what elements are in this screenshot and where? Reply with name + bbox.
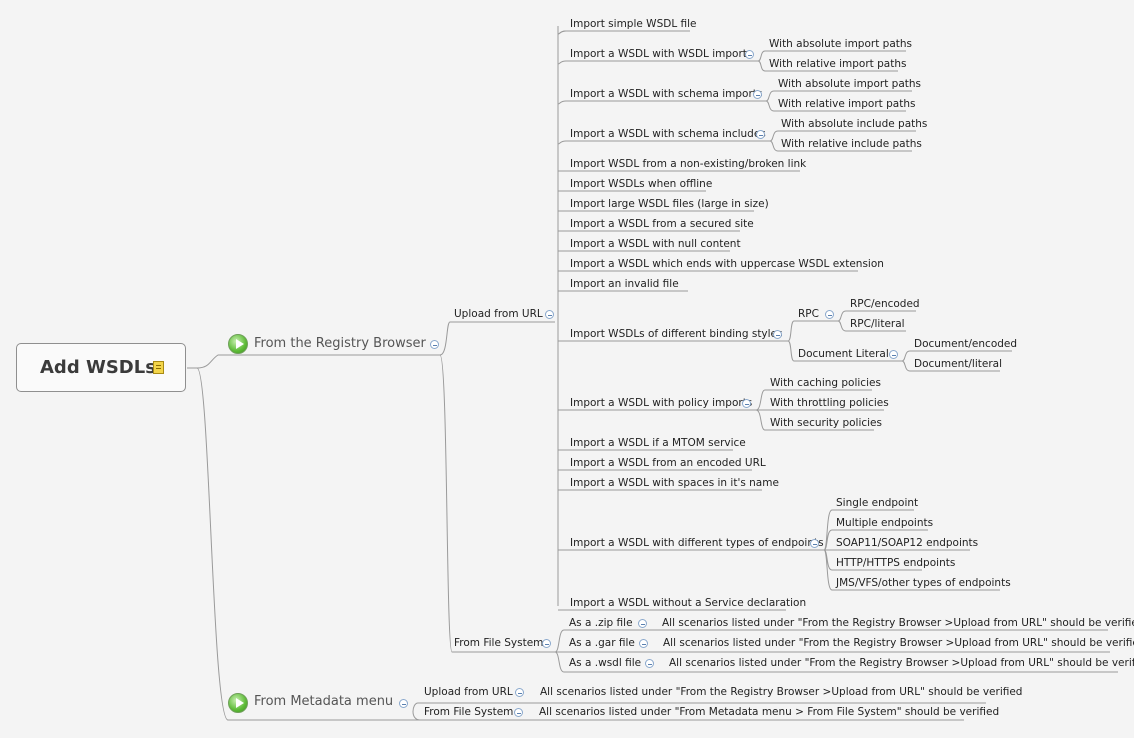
topic-rpc[interactable]: RPC xyxy=(798,308,819,320)
registry-browser-topic[interactable]: From the Registry Browser xyxy=(254,336,426,351)
topic-wsdl-note[interactable]: All scenarios listed under "From the Reg… xyxy=(669,657,1134,669)
collapse-policy-icon[interactable] xyxy=(742,399,751,408)
topic-offline[interactable]: Import WSDLs when offline xyxy=(570,178,713,190)
topic-pol-cache[interactable]: With caching policies xyxy=(770,377,881,389)
collapse-doclit-icon[interactable] xyxy=(889,350,898,359)
collapse-wsdl-imports-icon[interactable] xyxy=(745,50,754,59)
topic-schema-abs[interactable]: With absolute import paths xyxy=(778,78,922,90)
topic-invalid[interactable]: Import an invalid file xyxy=(570,278,679,290)
topic-zip[interactable]: As a .zip file xyxy=(569,617,633,629)
file-system-topic[interactable]: From File System xyxy=(454,637,544,649)
topic-encoded-url[interactable]: Import a WSDL from an encoded URL xyxy=(570,457,766,469)
root-topic[interactable]: Add WSDLs xyxy=(16,343,186,392)
collapse-binding-icon[interactable] xyxy=(773,330,782,339)
topic-inc-abs[interactable]: With absolute include paths xyxy=(781,118,928,130)
play-icon[interactable] xyxy=(228,334,248,354)
topic-spaces[interactable]: Import a WSDL with spaces in it's name xyxy=(570,477,779,489)
topic-doc-enc[interactable]: Document/encoded xyxy=(914,338,1018,350)
topic-rpc-enc[interactable]: RPC/encoded xyxy=(850,298,920,310)
collapse-gar-icon[interactable] xyxy=(639,639,648,648)
topic-pol-throttle[interactable]: With throttling policies xyxy=(770,397,889,409)
metadata-fs-topic[interactable]: From File System xyxy=(424,706,514,718)
play-icon[interactable] xyxy=(228,693,248,713)
collapse-metadata-icon[interactable] xyxy=(399,699,408,708)
topic-ep-http[interactable]: HTTP/HTTPS endpoints xyxy=(836,557,956,569)
metadata-upload-note[interactable]: All scenarios listed under "From the Reg… xyxy=(540,686,1023,698)
topic-endpoints[interactable]: Import a WSDL with different types of en… xyxy=(570,537,824,549)
topic-wsdl-abs[interactable]: With absolute import paths xyxy=(769,38,913,50)
topic-zip-note[interactable]: All scenarios listed under "From the Reg… xyxy=(662,617,1134,629)
topic-rpc-lit[interactable]: RPC/literal xyxy=(850,318,905,330)
topic-schema-includes[interactable]: Import a WSDL with schema includes xyxy=(570,128,766,140)
topic-gar[interactable]: As a .gar file xyxy=(569,637,635,649)
topic-ep-multi[interactable]: Multiple endpoints xyxy=(836,517,934,529)
note-icon[interactable] xyxy=(153,361,164,374)
collapse-upload-icon[interactable] xyxy=(545,310,554,319)
topic-schema-imports[interactable]: Import a WSDL with schema imports xyxy=(570,88,763,100)
upload-from-url-topic[interactable]: Upload from URL xyxy=(454,308,543,320)
collapse-metadata-fs-icon[interactable] xyxy=(514,708,523,717)
metadata-upload-topic[interactable]: Upload from URL xyxy=(424,686,513,698)
topic-wsdl-imports[interactable]: Import a WSDL with WSDL imports xyxy=(570,48,753,60)
collapse-registry-icon[interactable] xyxy=(430,340,439,349)
collapse-metadata-upload-icon[interactable] xyxy=(515,688,524,697)
topic-wsdl-rel[interactable]: With relative import paths xyxy=(769,58,907,70)
topic-wsdl-file[interactable]: As a .wsdl file xyxy=(569,657,642,669)
topic-uppercase[interactable]: Import a WSDL which ends with uppercase … xyxy=(570,258,884,270)
collapse-wsdl-file-icon[interactable] xyxy=(645,659,654,668)
collapse-endpoints-icon[interactable] xyxy=(810,539,819,548)
metadata-menu-topic[interactable]: From Metadata menu xyxy=(254,694,394,709)
topic-ep-jms[interactable]: JMS/VFS/other types of endpoints xyxy=(836,577,1011,589)
topic-schema-rel[interactable]: With relative import paths xyxy=(778,98,916,110)
topic-ep-single[interactable]: Single endpoint xyxy=(836,497,919,509)
topic-null[interactable]: Import a WSDL with null content xyxy=(570,238,741,250)
topic-mtom[interactable]: Import a WSDL if a MTOM service xyxy=(570,437,746,449)
collapse-zip-icon[interactable] xyxy=(638,619,647,628)
topic-binding[interactable]: Import WSDLs of different binding styles xyxy=(570,328,783,340)
topic-large[interactable]: Import large WSDL files (large in size) xyxy=(570,198,769,210)
topic-noservice[interactable]: Import a WSDL without a Service declarat… xyxy=(570,597,807,609)
topic-doclit[interactable]: Document Literal xyxy=(798,348,889,360)
topic-ep-soap[interactable]: SOAP11/SOAP12 endpoints xyxy=(836,537,979,549)
collapse-rpc-icon[interactable] xyxy=(825,310,834,319)
topic-gar-note[interactable]: All scenarios listed under "From the Reg… xyxy=(663,637,1134,649)
topic-broken[interactable]: Import WSDL from a non-existing/broken l… xyxy=(570,158,807,170)
topic-doc-lit[interactable]: Document/literal xyxy=(914,358,1003,370)
metadata-fs-note[interactable]: All scenarios listed under "From Metadat… xyxy=(539,706,1000,718)
collapse-schema-includes-icon[interactable] xyxy=(756,130,765,139)
collapse-file-system-icon[interactable] xyxy=(542,639,551,648)
topic-policy[interactable]: Import a WSDL with policy imports xyxy=(570,397,753,409)
topic-secured[interactable]: Import a WSDL from a secured site xyxy=(570,218,754,230)
topic-pol-sec[interactable]: With security policies xyxy=(770,417,882,429)
topic-inc-rel[interactable]: With relative include paths xyxy=(781,138,922,150)
topic-simple[interactable]: Import simple WSDL file xyxy=(570,18,697,30)
collapse-schema-imports-icon[interactable] xyxy=(753,90,762,99)
root-title: Add WSDLs xyxy=(40,357,156,378)
